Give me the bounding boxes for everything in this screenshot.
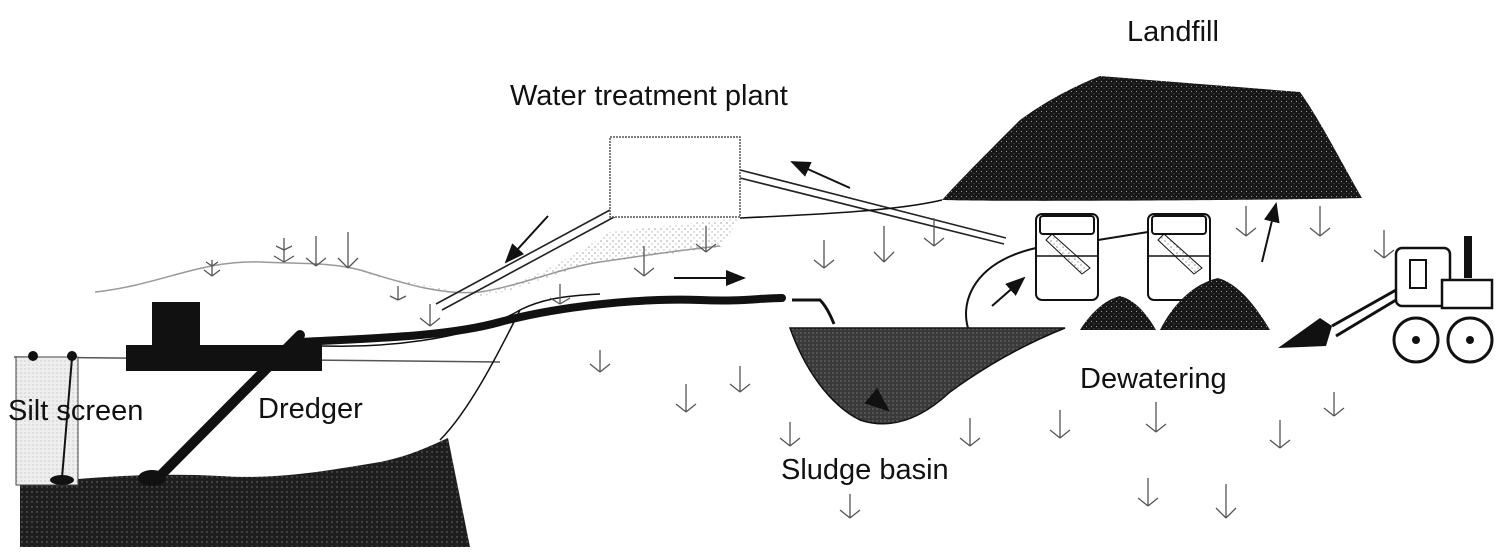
dredger-cabin [152,302,200,346]
front-loader [1278,236,1492,362]
dewatering-label: Dewatering [1080,365,1227,394]
dewatering-link [1098,232,1148,240]
sludge-basin-label: Sludge basin [781,456,949,485]
dredge-pipeline [300,298,782,342]
stippled-embankment [360,218,740,296]
flow-arrow-up-landfill [1262,204,1276,262]
dredger-label: Dredger [258,395,363,424]
dredger-cutter-head [138,470,166,486]
contaminated-sediment [20,438,470,547]
silt-screen-label: Silt screen [8,397,143,426]
sludge-basin [790,328,1065,424]
pipeline-end [792,300,834,324]
water-treatment-plant-label: Water treatment plant [510,82,788,111]
landfill-mound [942,76,1362,201]
dewatering-unit-1 [1036,214,1098,300]
flow-arrow-to-dewatering [992,278,1024,306]
silt-screen-float-1 [28,351,38,361]
silt-screen-anchor [50,475,74,485]
landfill-label: Landfill [1127,18,1219,47]
basin-outflow-pipe [966,248,1036,328]
flow-arrow-to-landfill [792,162,850,188]
dewatered-pile-1 [1080,296,1156,330]
water-treatment-plant-building [610,137,740,217]
